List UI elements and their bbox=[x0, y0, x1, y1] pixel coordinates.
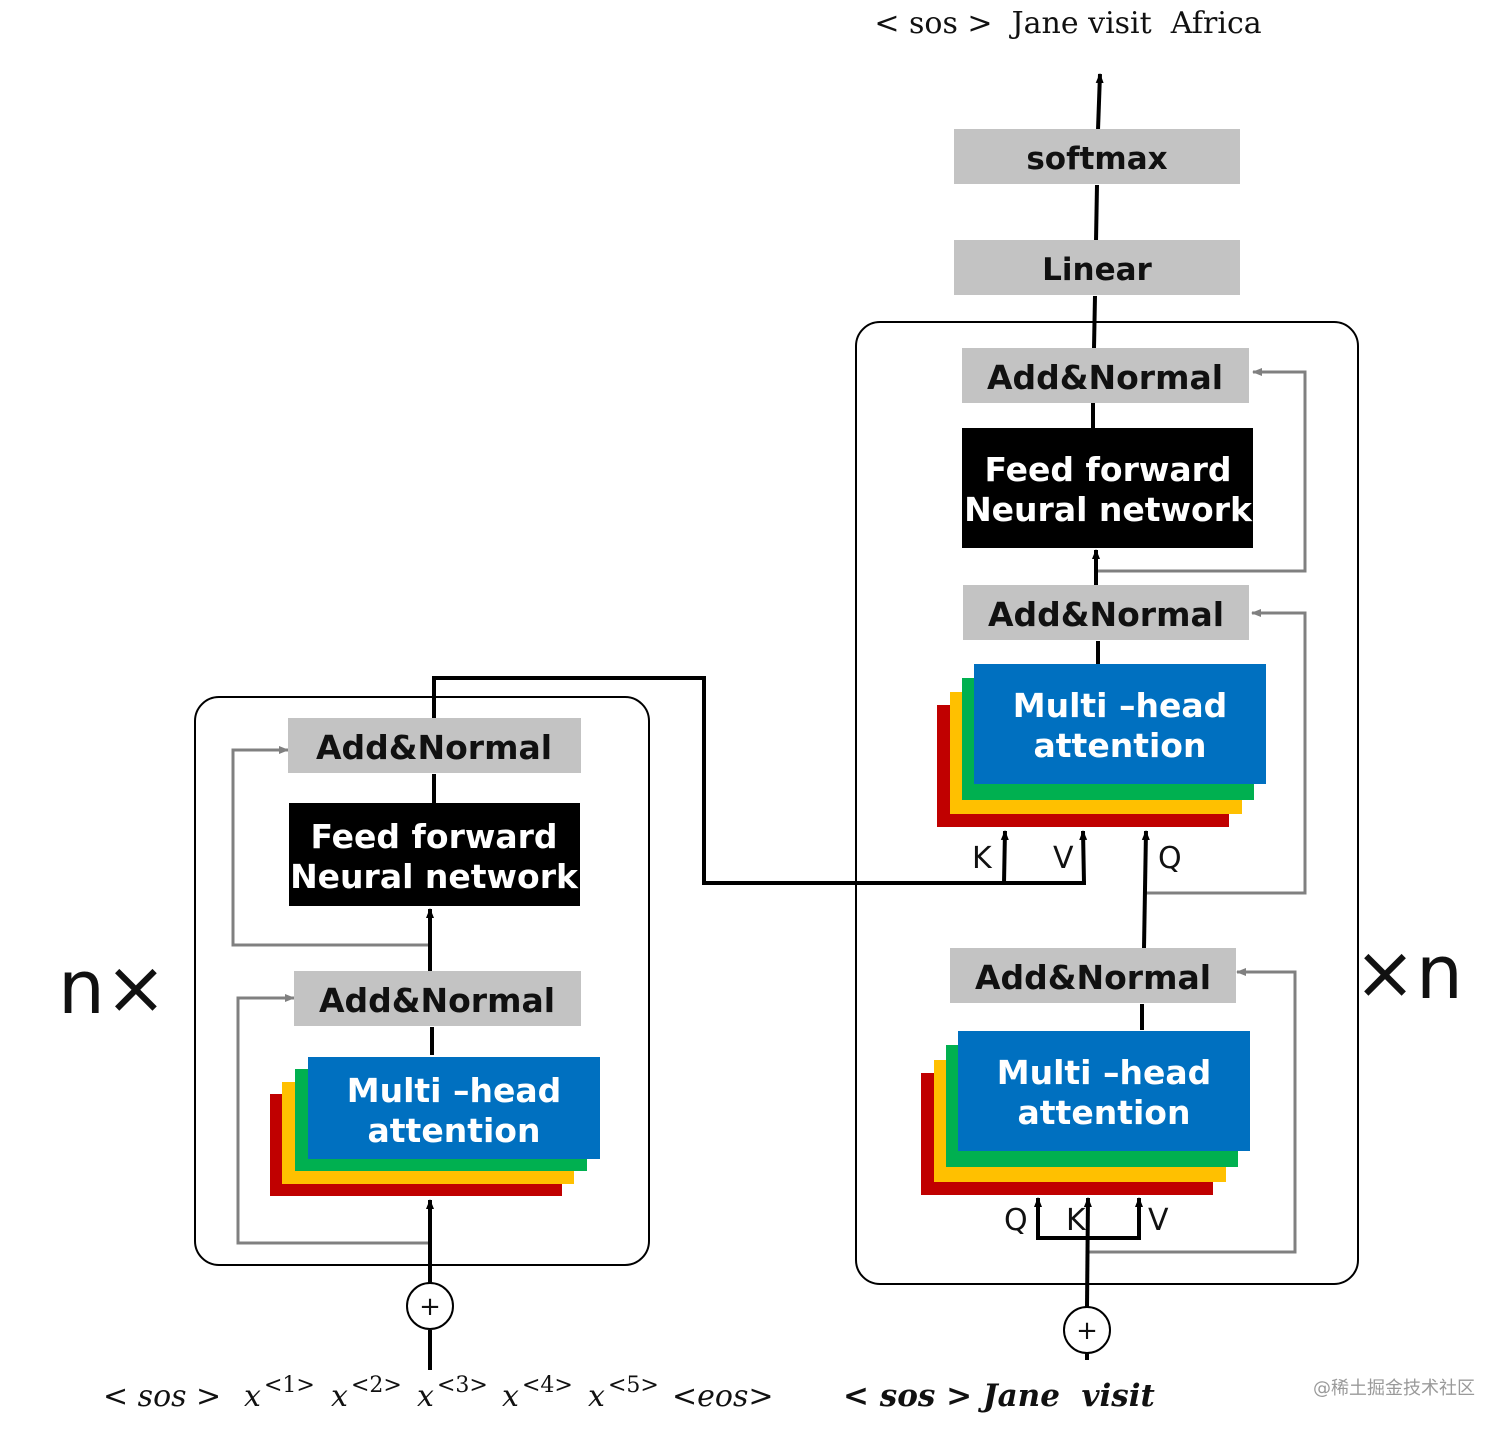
decoder-mha-bottom bbox=[958, 1031, 1250, 1151]
decoder-add-normal-top bbox=[962, 348, 1249, 403]
encoder-residual-bottom bbox=[236, 994, 430, 1245]
encoder-input-x2: x bbox=[331, 1379, 348, 1414]
encoder-input-x1-sup: <1> bbox=[264, 1373, 315, 1398]
decoder-mha-top bbox=[974, 664, 1266, 784]
decoder-linear bbox=[954, 240, 1240, 295]
decoder-input-sequence: < sos > Jane visit bbox=[843, 1378, 1156, 1414]
encoder-input-x2-sup: <2> bbox=[351, 1373, 402, 1398]
encoder-add-normal-bottom-label: Add&Normal bbox=[319, 981, 555, 1020]
encoder-block: Add&Normal Feed forward Neural network A… bbox=[58, 696, 650, 1370]
encoder-ffn-line2: Neural network bbox=[290, 857, 579, 896]
encoder-input-x4-sup: <4> bbox=[522, 1373, 573, 1398]
decoder-flow-k-top bbox=[1000, 830, 1009, 884]
decoder-flow-linear-softmax bbox=[1094, 184, 1099, 242]
encoder-input-x3: x bbox=[417, 1379, 434, 1414]
encoder-residual-top bbox=[231, 746, 430, 947]
decoder-mha-bottom-line1: Multi –head bbox=[997, 1053, 1211, 1092]
decoder-k-top-label: K bbox=[972, 841, 993, 876]
encoder-mha-line2: attention bbox=[368, 1111, 541, 1150]
decoder-residual-top bbox=[1096, 368, 1307, 573]
encoder-plus-label: + bbox=[419, 1292, 441, 1322]
decoder-ffn bbox=[962, 428, 1253, 548]
decoder-mha-bottom-line2: attention bbox=[1018, 1093, 1191, 1132]
encoder-add-normal-top bbox=[288, 718, 581, 773]
decoder-residual-bottom bbox=[1088, 968, 1297, 1254]
decoder-flow-v-top bbox=[1079, 830, 1088, 884]
decoder-add-normal-top-label: Add&Normal bbox=[987, 358, 1223, 397]
decoder-mha-top-line1: Multi –head bbox=[1013, 686, 1227, 725]
decoder-linear-label: Linear bbox=[1042, 252, 1152, 288]
encoder-repeat-label: n× bbox=[58, 945, 167, 1031]
decoder-plus-label: + bbox=[1076, 1316, 1098, 1346]
encoder-add-normal-bottom bbox=[294, 971, 581, 1026]
decoder-positional-add bbox=[1063, 1306, 1111, 1354]
decoder-residual-mid bbox=[1145, 609, 1307, 895]
encoder-ffn-line1: Feed forward bbox=[310, 817, 557, 856]
encoder-positional-add bbox=[406, 1282, 454, 1330]
decoder-add-normal-bottom-label: Add&Normal bbox=[975, 958, 1211, 997]
decoder-repeat-label: ×n bbox=[1354, 930, 1463, 1016]
encoder-add-normal-top-label: Add&Normal bbox=[316, 728, 552, 767]
decoder-q-bottom-label: Q bbox=[1004, 1203, 1028, 1238]
encoder-input-sequence: < sos > x <1> x <2> x <3> x <4> x <5> <e… bbox=[103, 1373, 773, 1414]
encoder-to-decoder-connection bbox=[432, 676, 1086, 885]
encoder-mha bbox=[308, 1057, 600, 1159]
decoder-output-text: < sos > Jane visit Africa bbox=[874, 6, 1261, 41]
decoder-v-bottom-label: V bbox=[1148, 1203, 1169, 1238]
decoder-flow-add-q bbox=[1141, 830, 1150, 949]
encoder-frame bbox=[194, 696, 650, 1266]
decoder-mha-top-line2: attention bbox=[1034, 726, 1207, 765]
decoder-frame bbox=[855, 321, 1359, 1285]
decoder-k-bottom-label: K bbox=[1066, 1203, 1087, 1238]
encoder-mha-line1: Multi –head bbox=[347, 1071, 561, 1110]
encoder-input-x5: x bbox=[588, 1379, 605, 1414]
encoder-input-x3-sup: <3> bbox=[437, 1373, 488, 1398]
decoder-add-normal-mid bbox=[963, 585, 1249, 640]
encoder-input-x4: x bbox=[502, 1379, 519, 1414]
encoder-input-x1: x bbox=[244, 1379, 261, 1414]
decoder-ffn-line2: Neural network bbox=[964, 490, 1253, 529]
decoder-add-normal-bottom bbox=[950, 948, 1236, 1003]
decoder-add-normal-mid-label: Add&Normal bbox=[988, 595, 1224, 634]
decoder-softmax-label: softmax bbox=[1026, 141, 1167, 177]
decoder-block: softmax Linear Add&Normal Feed forward N… bbox=[855, 73, 1463, 1360]
decoder-softmax bbox=[954, 129, 1240, 184]
decoder-flow-add-linear bbox=[1092, 295, 1097, 349]
decoder-output-arrow bbox=[1095, 73, 1104, 131]
encoder-ffn bbox=[289, 803, 580, 906]
encoder-input-eos: <eos> bbox=[672, 1379, 773, 1414]
decoder-v-top-label: V bbox=[1053, 841, 1074, 876]
watermark: @稀土掘金技术社区 bbox=[1313, 1378, 1475, 1399]
encoder-input-sos: < sos > bbox=[103, 1379, 221, 1414]
encoder-input-x5-sup: <5> bbox=[608, 1373, 659, 1398]
decoder-flow-stem bbox=[1083, 1197, 1092, 1308]
decoder-q-top-label: Q bbox=[1158, 841, 1182, 876]
decoder-ffn-line1: Feed forward bbox=[984, 450, 1231, 489]
